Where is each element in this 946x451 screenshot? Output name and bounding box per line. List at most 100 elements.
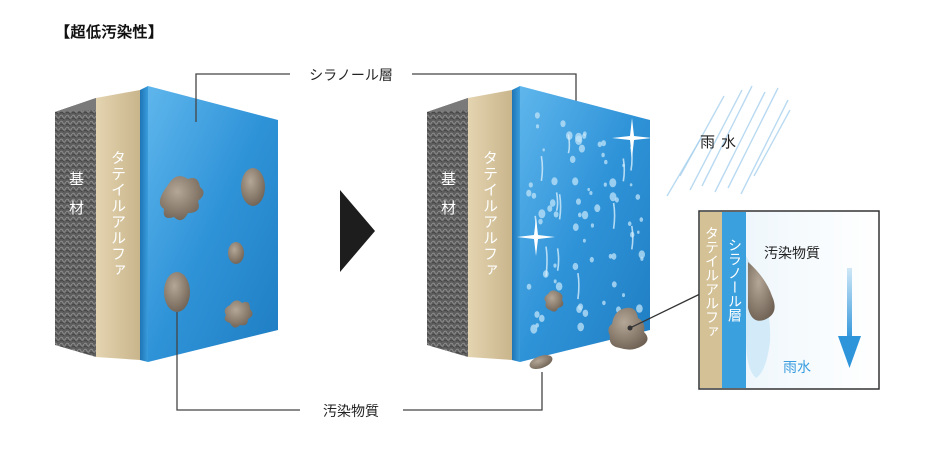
- water-streak: [558, 194, 562, 220]
- left-stain-5: [224, 300, 253, 328]
- water-droplet: [528, 182, 533, 188]
- water-droplet: [575, 132, 583, 142]
- sparkle-left: [517, 218, 555, 256]
- water-droplet: [560, 120, 566, 128]
- water-streak: [631, 225, 634, 250]
- water-droplet: [538, 218, 543, 225]
- water-droplet: [594, 204, 601, 213]
- water-droplet: [640, 256, 644, 261]
- water-droplet: [611, 253, 617, 260]
- water-droplet: [535, 323, 539, 328]
- water-droplet: [582, 133, 587, 139]
- left-tile-alpha-label: タテイルアルファ: [109, 150, 127, 278]
- left-stain-3: [228, 242, 244, 264]
- silanol-callout-line: [195, 73, 290, 122]
- water-droplet: [538, 209, 546, 219]
- water-droplet: [601, 152, 605, 158]
- water-droplet: [576, 198, 581, 205]
- water-streak: [540, 155, 544, 182]
- right-tile-alpha-label: タテイルアルファ: [481, 150, 499, 278]
- inset-silanol-label: シラノール層: [726, 238, 742, 323]
- left-stain-2: [241, 168, 265, 206]
- water-droplet: [604, 159, 608, 165]
- pollutant-label: 汚染物質: [323, 404, 379, 420]
- water-droplet: [572, 177, 579, 186]
- water-droplet: [551, 177, 558, 186]
- water-droplet: [526, 189, 532, 197]
- inset-rain-arrow-shaft: [847, 268, 852, 340]
- water-droplet: [578, 212, 582, 218]
- water-droplet: [555, 282, 563, 291]
- rain-streak: [666, 139, 701, 197]
- rain-streak: [753, 109, 791, 177]
- water-droplet: [582, 309, 589, 317]
- rain-label: 雨水: [700, 133, 742, 151]
- inset-rain-arrow-head: [838, 336, 861, 368]
- water-droplet: [589, 256, 594, 263]
- water-droplet: [603, 182, 607, 187]
- water-droplet: [577, 322, 584, 332]
- water-streak: [556, 248, 560, 271]
- zoom-callout-line: [629, 293, 701, 329]
- water-droplet: [578, 144, 586, 153]
- inset-rain-label: 雨水: [783, 360, 811, 376]
- water-streak: [545, 246, 548, 277]
- inset-detail: タテイルアルファ シラノール層 汚染物質 雨水: [698, 210, 880, 390]
- water-droplet: [627, 221, 632, 226]
- water-droplet: [639, 217, 644, 222]
- water-droplet: [576, 305, 582, 314]
- pollutant-callout-line: [176, 312, 300, 411]
- inset-tile-alpha-layer: [700, 212, 722, 388]
- water-droplet: [608, 253, 613, 259]
- left-tile-alpha-layer: [96, 90, 140, 360]
- inset-pollutant-label: 汚染物質: [764, 246, 820, 262]
- water-droplet: [572, 223, 579, 231]
- water-droplet: [569, 155, 576, 163]
- water-droplet: [526, 283, 532, 290]
- water-droplet: [622, 293, 625, 298]
- inset-tile-alpha-label: タテイルアルファ: [703, 226, 719, 338]
- sparkle-top: [612, 118, 652, 158]
- water-droplet: [534, 311, 540, 318]
- left-stain-1: [159, 176, 204, 221]
- water-droplet: [602, 300, 606, 306]
- water-droplet: [542, 148, 545, 152]
- water-droplet: [531, 192, 537, 199]
- water-streak: [612, 202, 616, 229]
- inset-pollutant: [748, 262, 775, 321]
- left-silanol-layer: [148, 86, 278, 362]
- water-droplet: [582, 238, 586, 243]
- right-substrate-label: 基材: [439, 171, 457, 229]
- right-substrate-layer: [427, 98, 468, 357]
- transition-arrow: [340, 190, 375, 272]
- water-droplet: [535, 124, 540, 129]
- water-droplet: [609, 178, 617, 188]
- water-droplet: [539, 314, 545, 322]
- left-substrate-label: 基材: [67, 171, 85, 229]
- water-droplet: [601, 140, 606, 147]
- inset-silanol-layer: [722, 212, 746, 388]
- water-droplet: [553, 279, 557, 284]
- rain-streak: [689, 89, 743, 191]
- water-droplet: [534, 112, 540, 119]
- water-droplet: [547, 205, 553, 212]
- water-droplet: [530, 324, 538, 334]
- water-droplet: [553, 211, 559, 218]
- water-droplet: [609, 192, 617, 202]
- rain-streak: [727, 87, 779, 189]
- rain-streaks: [666, 85, 791, 197]
- water-droplet: [589, 191, 593, 195]
- water-droplet: [572, 262, 579, 271]
- water-droplet: [587, 187, 590, 192]
- silanol-layer-label: シラノール層: [309, 68, 393, 84]
- water-droplet: [611, 281, 617, 288]
- right-tile-alpha-layer: [468, 90, 512, 360]
- right-stain-1: [544, 290, 564, 312]
- rain-streak: [714, 91, 766, 193]
- water-droplet: [636, 304, 643, 313]
- rain-streak: [740, 99, 789, 195]
- water-droplet: [635, 194, 641, 200]
- water-droplet: [553, 263, 557, 268]
